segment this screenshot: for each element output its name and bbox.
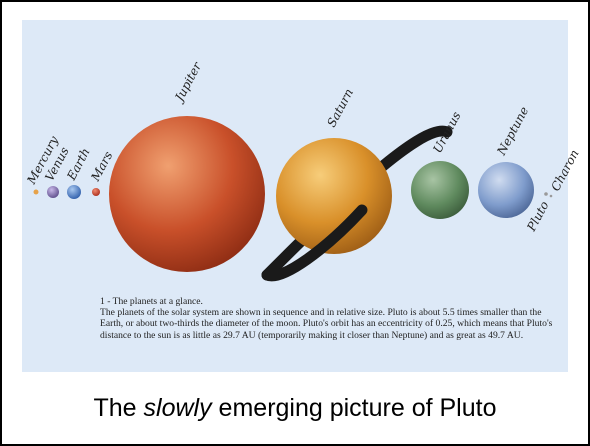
pluto-planet	[544, 192, 548, 196]
venus-planet	[47, 186, 59, 198]
label-jupiter: Jupiter	[171, 59, 205, 106]
charon-moon	[550, 195, 553, 198]
uranus-planet	[411, 161, 469, 219]
title-suffix: emerging picture of Pluto	[212, 394, 497, 423]
earth-planet	[67, 185, 81, 199]
title-prefix: The	[94, 394, 144, 423]
planets-diagram: Mercury Venus Earth Mars Jupiter Saturn …	[22, 20, 568, 290]
jupiter-planet	[109, 116, 265, 272]
label-charon: Charon	[548, 147, 581, 193]
caption-title: 1 - The planets at a glance.	[100, 296, 555, 307]
figure-caption: 1 - The planets at a glance. The planets…	[100, 296, 555, 341]
neptune-planet	[478, 162, 534, 218]
slide-title: The slowly emerging picture of Pluto	[2, 372, 588, 444]
mercury-planet	[34, 190, 39, 195]
label-neptune: Neptune	[494, 104, 532, 158]
title-emphasis: slowly	[144, 394, 212, 423]
caption-body: The planets of the solar system are show…	[100, 307, 555, 341]
label-saturn: Saturn	[324, 86, 356, 129]
solar-system-figure: Mercury Venus Earth Mars Jupiter Saturn …	[22, 20, 568, 372]
mars-planet	[92, 188, 100, 196]
